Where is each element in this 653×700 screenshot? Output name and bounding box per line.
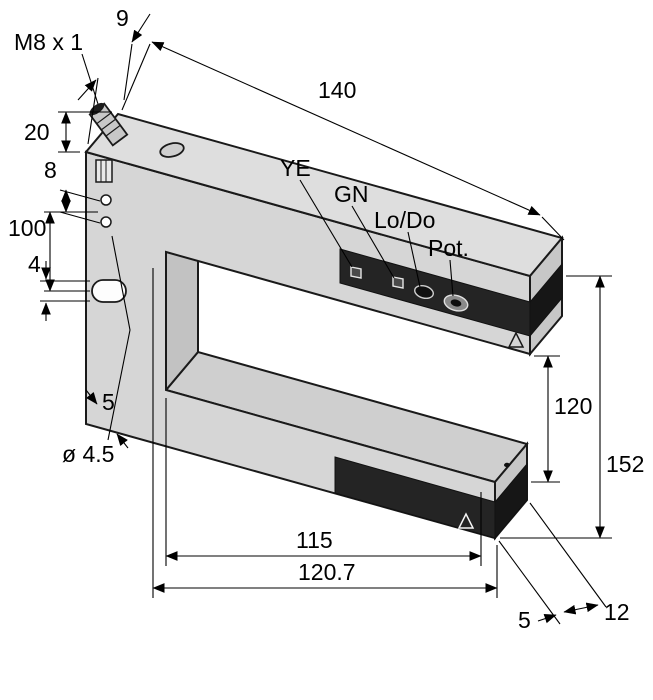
leader-pot bbox=[449, 259, 454, 297]
sensor-body bbox=[84, 102, 564, 541]
dim-120-lines bbox=[531, 355, 560, 483]
label-pot: Pot. bbox=[428, 235, 469, 261]
led-ye bbox=[350, 266, 362, 279]
mounting-hole-top-1 bbox=[100, 194, 112, 206]
dim-label-5-left: 5 bbox=[102, 389, 115, 415]
dia45-leader bbox=[107, 235, 131, 441]
dimension-graphics bbox=[40, 13, 612, 625]
dim-label-152: 152 bbox=[606, 451, 644, 477]
dim-label-1207: 120.7 bbox=[298, 559, 356, 585]
label-led-green: GN bbox=[334, 181, 369, 207]
dim-label-4: 4 bbox=[28, 251, 41, 277]
dim-5-left-lines bbox=[85, 389, 129, 449]
dim-label-100: 100 bbox=[8, 215, 46, 241]
upper-control-band-end bbox=[529, 262, 563, 338]
dim-label-120: 120 bbox=[554, 393, 592, 419]
dim-20-lines bbox=[58, 111, 112, 153]
dim-label-20: 20 bbox=[24, 119, 50, 145]
dim-label-8: 8 bbox=[44, 157, 57, 183]
pin-hole-dot bbox=[504, 462, 510, 468]
dim-9-lines bbox=[77, 13, 151, 145]
warning-triangle-upper bbox=[507, 331, 525, 348]
label-connector: M8 x 1 bbox=[14, 29, 83, 55]
dim-4-lines bbox=[40, 261, 90, 321]
dim-1207-lines bbox=[152, 268, 498, 598]
dim-label-5-right: 5 bbox=[518, 607, 531, 633]
potentiometer-slot bbox=[450, 299, 462, 307]
lodo-switch bbox=[414, 284, 434, 300]
leader-gn bbox=[351, 205, 395, 279]
dim-label-140: 140 bbox=[318, 77, 356, 103]
mounting-hole-top-2 bbox=[100, 216, 112, 228]
dim-label-dia45: ø 4.5 bbox=[62, 441, 114, 467]
dim-label-12: 12 bbox=[604, 599, 630, 625]
leader-lodo bbox=[407, 231, 421, 288]
dimension-labels: M8 x 1 9 140 20 8 100 4 5 ø 4.5 YE GN Lo… bbox=[8, 5, 644, 633]
dim-5-12-lines bbox=[498, 502, 607, 625]
dim-label-9: 9 bbox=[116, 5, 129, 31]
slot-mounting-hole bbox=[91, 279, 127, 303]
dim-label-115: 115 bbox=[296, 527, 333, 553]
label-lodo: Lo/Do bbox=[374, 207, 435, 233]
leader-ye bbox=[299, 179, 353, 268]
label-led-yellow: YE bbox=[280, 155, 311, 181]
lower-sensor-band-end bbox=[494, 462, 528, 540]
optical-window bbox=[95, 159, 113, 183]
dim-8-lines bbox=[59, 189, 101, 224]
dim-115-lines bbox=[165, 398, 482, 566]
dim-140-lines bbox=[121, 41, 565, 241]
led-gn bbox=[392, 276, 404, 289]
leader-m8 bbox=[81, 53, 99, 105]
warning-triangle-lower bbox=[457, 512, 475, 529]
